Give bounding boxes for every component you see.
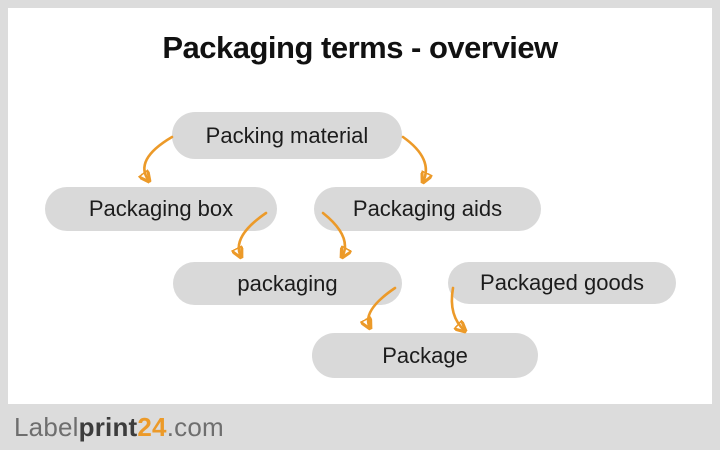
node-packaged-goods: Packaged goods: [448, 262, 676, 304]
node-packaging-box: Packaging box: [45, 187, 277, 231]
node-packaging: packaging: [173, 262, 402, 305]
page-title: Packaging terms - overview: [162, 30, 558, 65]
labelprint24-logo: Labelprint24.com: [14, 412, 224, 443]
logo-part-label: Label: [14, 411, 79, 442]
footer-bar: Labelprint24.com: [0, 404, 720, 450]
logo-part-com: .com: [166, 411, 224, 442]
logo-part-print: print: [78, 411, 138, 442]
node-packing-material: Packing material: [172, 112, 402, 159]
node-package: Package: [312, 333, 538, 378]
logo-part-24: 24: [137, 411, 167, 442]
node-packaging-aids: Packaging aids: [314, 187, 541, 231]
